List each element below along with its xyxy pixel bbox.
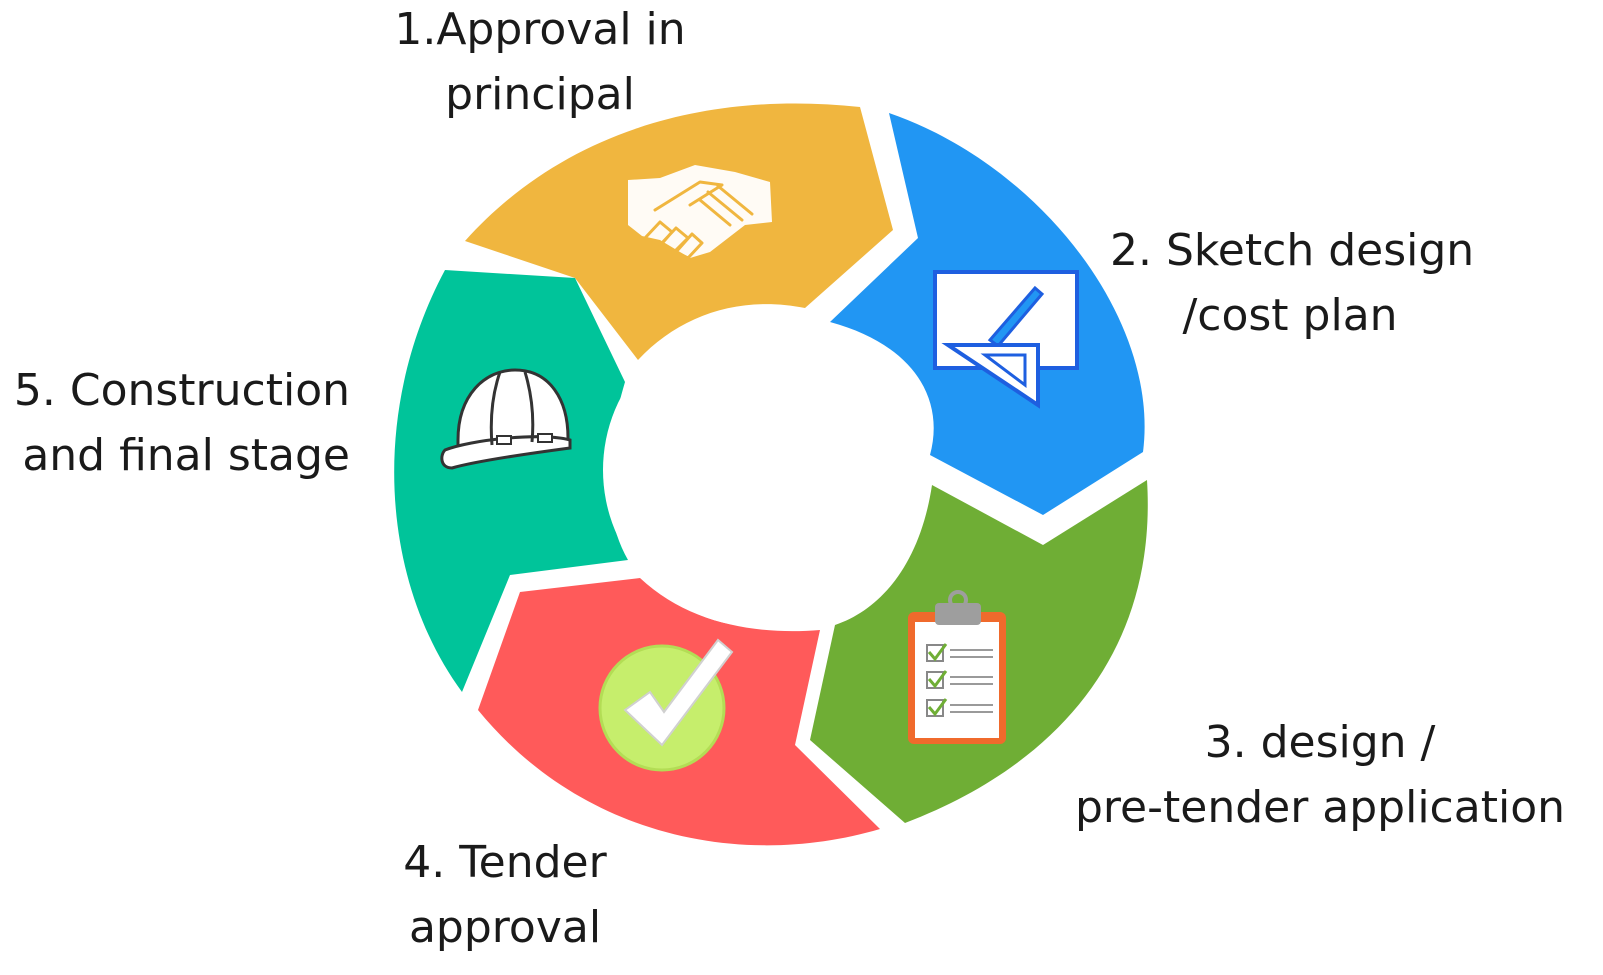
stage-1-label-line-1: 1.Approval in [394,4,686,55]
stage-3-label-line-2: pre-tender application [1075,782,1565,833]
stage-5-label-line-2: and final stage [22,430,350,481]
stage-4-label-line-1: 4. Tender [403,837,607,888]
stage-4-label-line-2: approval [408,902,602,953]
handshake-icon [628,165,772,260]
stage-1-label: 1.Approval in principal [390,0,690,127]
stage-5-label: 5. Construction and final stage [10,358,350,488]
hard-hat-icon [440,368,572,470]
center-circle [603,313,917,627]
checkmark-icon [598,638,734,772]
stage-2-label-line-1: 2. Sketch design [1110,225,1475,276]
clipboard-checklist-icon [908,590,1006,744]
stage-5-segment [394,270,628,692]
stage-5-label-line-1: 5. Construction [13,365,350,416]
stage-2-label: 2. Sketch design /cost plan [1110,218,1475,348]
stage-3-label-line-1: 3. design / [1204,717,1436,768]
stage-2-label-line-2: /cost plan [1182,290,1398,341]
stage-4-label: 4. Tender approval [370,830,640,960]
drafting-board-icon [933,270,1079,409]
stage-1-label-line-2: principal [445,69,635,120]
stage-3-label: 3. design / pre-tender application [1070,710,1570,840]
